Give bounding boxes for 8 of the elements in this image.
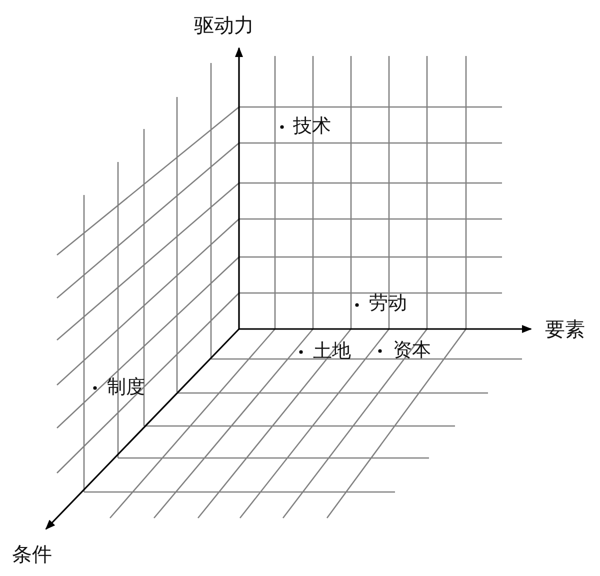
point-label: 技术 [293,115,331,138]
point-label: 劳动 [369,292,407,315]
point-label: 土地 [313,340,351,363]
axis-label: 要素 [545,317,585,341]
point-label: 制度 [107,376,145,399]
axis-label: 条件 [12,542,52,566]
point-label: 资本 [393,339,431,362]
axis-label: 驱动力 [194,13,254,37]
